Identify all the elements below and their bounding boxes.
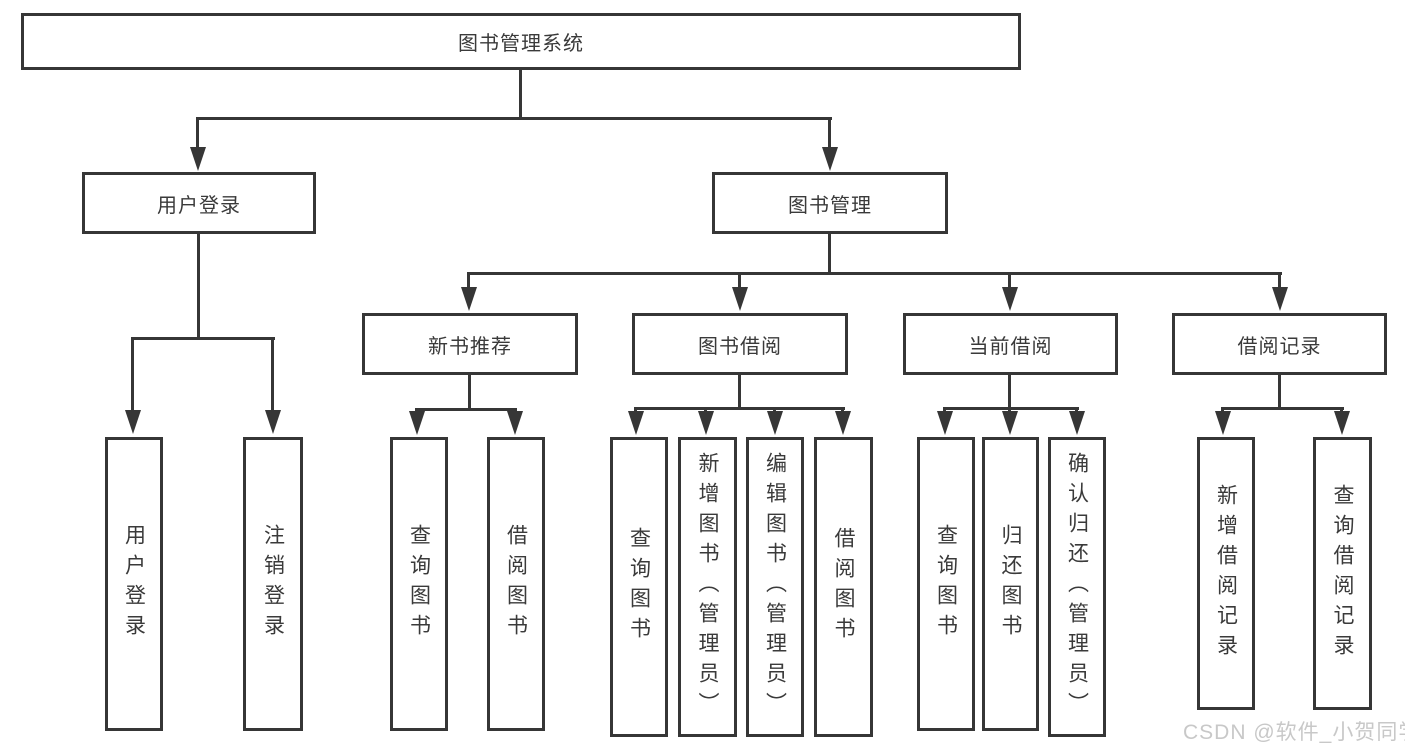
connector-line bbox=[197, 234, 200, 337]
connector-line bbox=[196, 117, 199, 149]
arrow-down-icon bbox=[1272, 287, 1288, 311]
node-label: 借阅记录 bbox=[1237, 335, 1322, 358]
node-leaf-query-books-1: 查询图书 bbox=[390, 437, 448, 731]
node-label: 新增图书（管理员） bbox=[696, 452, 719, 722]
node-label: 查询借阅记录 bbox=[1331, 483, 1354, 664]
node-leaf-query-borrow-record: 查询借阅记录 bbox=[1313, 437, 1372, 710]
node-label: 图书借阅 bbox=[698, 335, 782, 358]
connector-line bbox=[828, 234, 831, 272]
connector-line bbox=[738, 375, 741, 407]
arrow-down-icon bbox=[698, 411, 714, 435]
arrow-down-icon bbox=[461, 287, 477, 311]
node-leaf-add-borrow-record: 新增借阅记录 bbox=[1197, 437, 1255, 710]
arrow-down-icon bbox=[628, 411, 644, 435]
node-library-management-system: 图书管理系统 bbox=[21, 13, 1021, 70]
connector-line bbox=[131, 337, 134, 411]
arrow-down-icon bbox=[1002, 287, 1018, 311]
node-label: 图书管理系统 bbox=[458, 33, 584, 55]
node-label: 注销登录 bbox=[261, 524, 285, 644]
node-label: 用户登录 bbox=[157, 194, 241, 217]
connector-line bbox=[519, 70, 522, 117]
arrow-down-icon bbox=[190, 147, 206, 171]
connector-line bbox=[828, 117, 831, 149]
connector-line bbox=[943, 407, 946, 413]
connector-line bbox=[196, 117, 832, 120]
node-label: 确认归还（管理员） bbox=[1065, 452, 1089, 722]
connector-line bbox=[841, 407, 844, 413]
connector-line bbox=[1075, 407, 1078, 413]
connector-line bbox=[1278, 375, 1281, 407]
node-current-borrowing: 当前借阅 bbox=[903, 313, 1118, 375]
node-leaf-query-books-2: 查询图书 bbox=[610, 437, 668, 737]
connector-line bbox=[704, 407, 707, 413]
node-label: 图书管理 bbox=[788, 194, 872, 217]
node-label: 编辑图书（管理员） bbox=[763, 452, 787, 722]
arrow-down-icon bbox=[937, 411, 953, 435]
node-new-book-recommend: 新书推荐 bbox=[362, 313, 578, 375]
node-label: 用户登录 bbox=[122, 524, 146, 644]
node-label: 查询图书 bbox=[934, 524, 958, 644]
node-label: 归还图书 bbox=[999, 524, 1022, 644]
node-label: 新书推荐 bbox=[428, 335, 512, 358]
arrow-down-icon bbox=[1002, 411, 1018, 435]
arrow-down-icon bbox=[767, 411, 783, 435]
node-leaf-add-books-admin: 新增图书（管理员） bbox=[678, 437, 737, 737]
node-borrowing-records: 借阅记录 bbox=[1172, 313, 1387, 375]
node-leaf-edit-books-admin: 编辑图书（管理员） bbox=[746, 437, 804, 737]
node-label: 查询图书 bbox=[407, 524, 431, 644]
node-book-borrowing: 图书借阅 bbox=[632, 313, 848, 375]
connector-line bbox=[1008, 272, 1011, 288]
node-leaf-user-login: 用户登录 bbox=[105, 437, 163, 731]
connector-line bbox=[271, 337, 274, 411]
node-label: 借阅图书 bbox=[504, 524, 528, 644]
connector-line bbox=[738, 272, 741, 288]
node-label: 借阅图书 bbox=[832, 527, 855, 647]
connector-line bbox=[1008, 375, 1011, 407]
connector-line bbox=[415, 408, 517, 411]
arrow-down-icon bbox=[1334, 411, 1350, 435]
arrow-down-icon bbox=[732, 287, 748, 311]
connector-line bbox=[467, 272, 1282, 275]
arrow-down-icon bbox=[822, 147, 838, 171]
connector-line bbox=[1340, 407, 1343, 413]
node-leaf-logout: 注销登录 bbox=[243, 437, 303, 731]
node-leaf-borrow-books-2: 借阅图书 bbox=[814, 437, 873, 737]
node-leaf-confirm-return-admin: 确认归还（管理员） bbox=[1048, 437, 1106, 737]
connector-line bbox=[1221, 407, 1344, 410]
connector-line bbox=[468, 375, 471, 408]
node-label: 当前借阅 bbox=[968, 335, 1053, 358]
arrow-down-icon bbox=[1069, 411, 1085, 435]
connector-line bbox=[1008, 407, 1011, 413]
arrow-down-icon bbox=[265, 410, 281, 434]
node-leaf-return-books: 归还图书 bbox=[982, 437, 1039, 731]
connector-line bbox=[1278, 272, 1281, 288]
arrow-down-icon bbox=[507, 411, 523, 435]
node-label: 查询图书 bbox=[627, 527, 651, 647]
arrow-down-icon bbox=[409, 411, 425, 435]
connector-line bbox=[773, 407, 776, 413]
csdn-watermark: CSDN @软件_小贺同学 bbox=[1183, 721, 1405, 744]
connector-line bbox=[467, 272, 470, 288]
node-user-login: 用户登录 bbox=[82, 172, 316, 234]
node-leaf-query-books-3: 查询图书 bbox=[917, 437, 975, 731]
connector-line bbox=[943, 407, 1079, 410]
node-book-management: 图书管理 bbox=[712, 172, 948, 234]
connector-line bbox=[634, 407, 845, 410]
connector-line bbox=[131, 337, 275, 340]
connector-line bbox=[1221, 407, 1224, 413]
node-leaf-borrow-books-1: 借阅图书 bbox=[487, 437, 545, 731]
connector-line bbox=[634, 407, 637, 413]
arrow-down-icon bbox=[835, 411, 851, 435]
arrow-down-icon bbox=[1215, 411, 1231, 435]
node-label: 新增借阅记录 bbox=[1214, 483, 1238, 664]
arrow-down-icon bbox=[125, 410, 141, 434]
